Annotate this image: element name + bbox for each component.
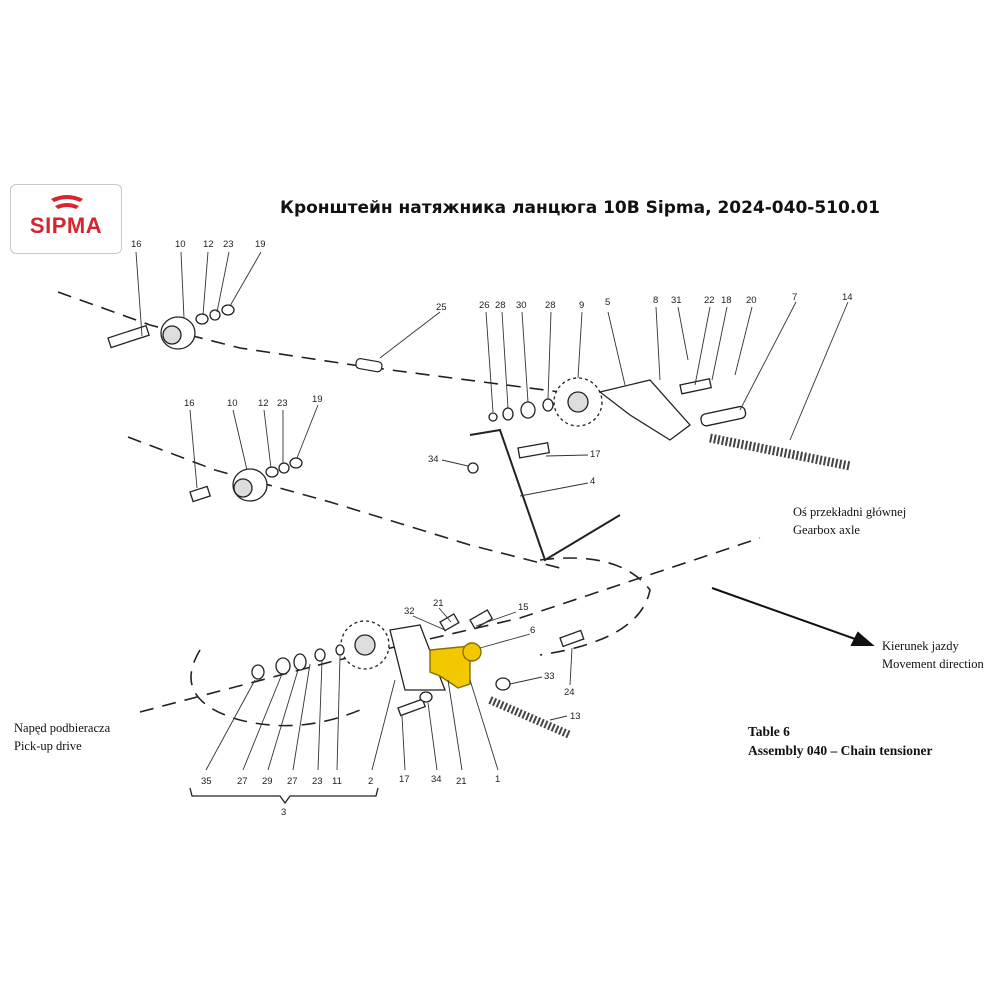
part-label: 26 xyxy=(479,300,490,311)
part-label: 35 xyxy=(201,776,212,787)
part-label: 1 xyxy=(495,774,500,785)
part-label: 18 xyxy=(721,295,732,306)
part-label: 21 xyxy=(456,776,467,787)
group-label: 3 xyxy=(281,807,286,818)
logo-text: SIPMA xyxy=(29,213,103,238)
part-label: 16 xyxy=(131,239,142,250)
sipma-logo: SIPMA xyxy=(10,184,122,254)
part-label: 14 xyxy=(842,292,853,303)
part-label: 9 xyxy=(579,300,584,311)
part-label: 19 xyxy=(312,394,323,405)
pickup-drive-pl: Napęd podbieracza xyxy=(14,721,111,735)
page-title: Кронштейн натяжника ланцюга 10B Sipma, 2… xyxy=(280,198,880,218)
part-label: 24 xyxy=(564,687,575,698)
part-label: 32 xyxy=(404,606,415,617)
pickup-drive-note: Napęd podbieracza Pick-up drive xyxy=(14,719,110,755)
part-label: 16 xyxy=(184,398,195,409)
movement-direction-note: Kierunek jazdy Movement direction xyxy=(882,637,984,673)
part-label: 11 xyxy=(332,776,342,787)
part-label: 17 xyxy=(399,774,410,785)
upper-shaft-assembly xyxy=(107,304,235,350)
part-label: 8 xyxy=(653,295,658,306)
part-label: 27 xyxy=(237,776,248,787)
movement-direction-en: Movement direction xyxy=(882,657,984,671)
part-label: 22 xyxy=(704,295,715,306)
table-caption: Table 6 Assembly 040 – Chain tensioner xyxy=(748,722,933,760)
gearbox-axle-note: Oś przekładni głównej Gearbox axle xyxy=(793,503,906,539)
direction-arrow xyxy=(711,587,875,646)
part-label: 13 xyxy=(570,711,581,722)
part-label: 10 xyxy=(175,239,186,250)
part-label: 12 xyxy=(258,398,269,409)
part-label: 17 xyxy=(590,449,601,460)
sipma-logo-mark-icon xyxy=(51,195,83,209)
part-label: 23 xyxy=(277,398,288,409)
part-label: 25 xyxy=(436,302,447,313)
part-label: 28 xyxy=(495,300,506,311)
part-label: 23 xyxy=(312,776,323,787)
upper-right-assembly xyxy=(467,377,851,562)
part-label: 23 xyxy=(223,239,234,250)
lower-assembly xyxy=(251,609,585,739)
part-label: 4 xyxy=(590,476,595,487)
assembly-name: Assembly 040 – Chain tensioner xyxy=(748,743,933,758)
part-label: 5 xyxy=(605,297,610,308)
table-number: Table 6 xyxy=(748,724,790,739)
part-label: 29 xyxy=(262,776,273,787)
movement-direction-pl: Kierunek jazdy xyxy=(882,639,959,653)
highlighted-bracket-part-1 xyxy=(429,642,482,689)
part-label: 31 xyxy=(671,295,682,306)
pickup-drive-en: Pick-up drive xyxy=(14,739,82,753)
part-label: 30 xyxy=(516,300,527,311)
group-brace xyxy=(189,787,379,805)
part-label: 10 xyxy=(227,398,238,409)
part-label: 28 xyxy=(545,300,556,311)
part-label: 12 xyxy=(203,239,214,250)
part-label: 7 xyxy=(792,292,797,303)
part-label: 6 xyxy=(530,625,535,636)
part-label: 21 xyxy=(433,598,444,609)
part-label: 27 xyxy=(287,776,298,787)
part-label: 33 xyxy=(544,671,555,682)
part-label: 15 xyxy=(518,602,529,613)
part-label: 2 xyxy=(368,776,373,787)
part-label: 34 xyxy=(431,774,442,785)
gearbox-axle-pl: Oś przekładni głównej xyxy=(793,505,907,519)
gearbox-axle-en: Gearbox axle xyxy=(793,523,860,537)
middle-shaft-assembly xyxy=(189,457,303,503)
part-label: 34 xyxy=(428,454,439,465)
part-label: 19 xyxy=(255,239,266,250)
part-label: 20 xyxy=(746,295,757,306)
chain-link-25 xyxy=(355,358,383,373)
